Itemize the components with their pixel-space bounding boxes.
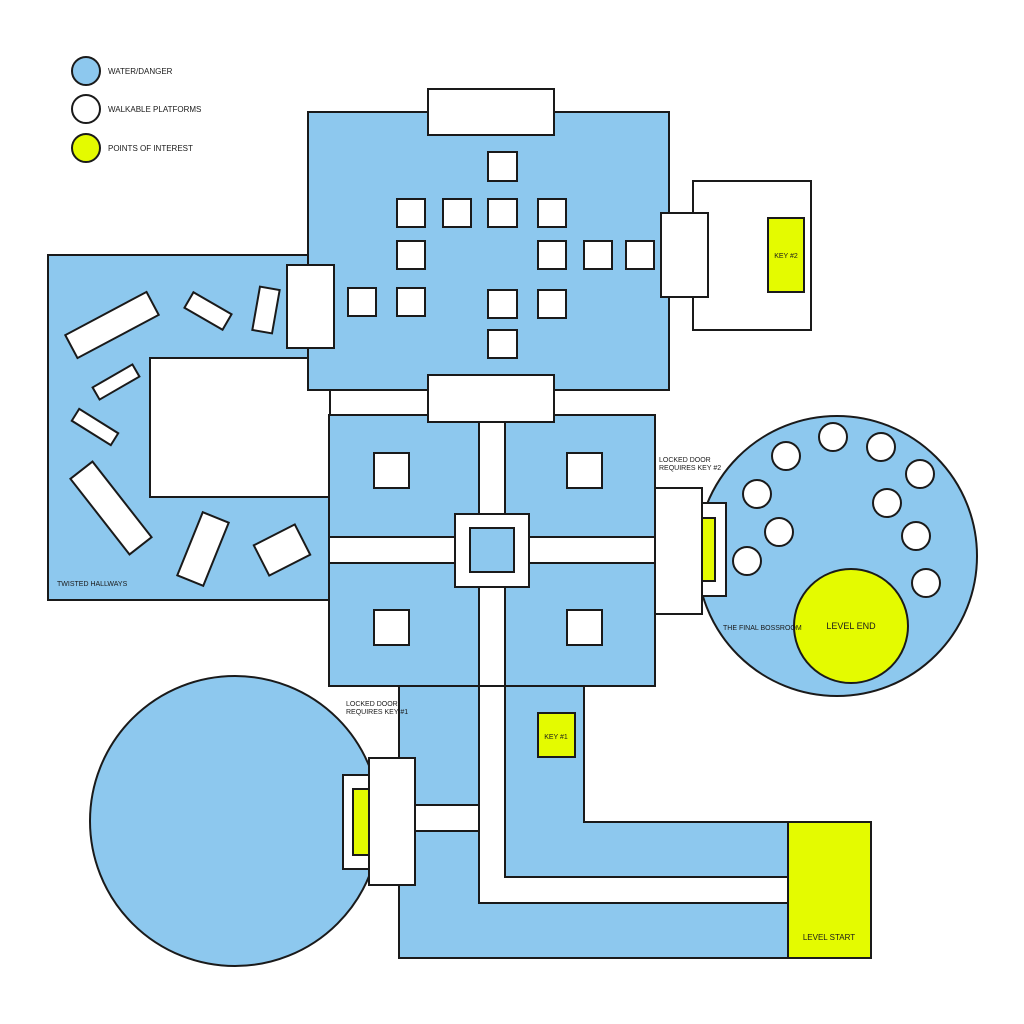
north-room — [286, 88, 670, 391]
legend-water-swatch — [71, 56, 101, 86]
central-room — [328, 374, 656, 687]
south-corridor — [398, 685, 872, 959]
locked-door-2-label-line2: REQUIRES KEY #2 — [659, 465, 721, 472]
locked-door-1-label-line2: REQUIRES KEY #1 — [346, 709, 408, 716]
boss-pillar — [866, 432, 896, 462]
twisted-hallways-inner-platform — [149, 357, 331, 498]
central-pillar — [566, 452, 603, 489]
key2-room — [660, 180, 812, 331]
stepping-stone — [537, 289, 567, 319]
tilted-platform — [252, 523, 312, 577]
central-pillar — [566, 609, 603, 646]
boss-pillar — [771, 441, 801, 471]
level-end-marker — [793, 568, 909, 684]
central-top-platform — [427, 374, 555, 423]
west-circular-room-water — [89, 675, 381, 967]
stepping-stone — [396, 240, 426, 270]
tilted-platform — [63, 290, 161, 360]
stepping-stone — [487, 329, 518, 359]
boss-pillar — [732, 546, 762, 576]
stepping-stone — [625, 240, 655, 270]
central-hub-pool — [469, 527, 515, 573]
locked-door-2-label-line1: LOCKED DOOR — [659, 457, 711, 464]
west-connector-walkway — [414, 804, 480, 832]
tilted-platform — [175, 510, 231, 588]
key2-door-platform — [660, 212, 709, 298]
boss-pillar — [742, 479, 772, 509]
twisted-hallways-label: TWISTED HALLWAYS — [57, 581, 128, 588]
stepping-stone — [583, 240, 613, 270]
legend-platform-swatch — [71, 94, 101, 124]
key2-door-landing — [654, 487, 703, 615]
tilted-platform — [91, 363, 141, 401]
central-east-walkway — [528, 536, 656, 564]
stepping-stone — [396, 287, 426, 317]
labels: WATER/DANGER WALKABLE PLATFORMS POINTS O… — [57, 67, 876, 942]
stepping-stone — [487, 198, 518, 228]
tilted-platform — [69, 460, 153, 556]
legend-platform-label: WALKABLE PLATFORMS — [108, 105, 201, 114]
tilted-platform — [183, 290, 233, 332]
legend — [71, 56, 101, 163]
stepping-stone — [487, 151, 518, 182]
stepping-stone — [396, 198, 426, 228]
central-north-walkway — [478, 421, 506, 515]
boss-pillar — [911, 568, 941, 598]
stepping-stone — [537, 240, 567, 270]
boss-pillar — [905, 459, 935, 489]
boss-pillar — [872, 488, 902, 518]
legend-poi-label: POINTS OF INTEREST — [108, 144, 193, 153]
key1-label: KEY #1 — [544, 734, 568, 741]
tilted-platform — [251, 285, 281, 335]
boss-pillar — [764, 517, 794, 547]
locked-door-1-label-line1: LOCKED DOOR — [346, 701, 398, 708]
stepping-stone — [537, 198, 567, 228]
north-top-platform — [427, 88, 555, 136]
stepping-stone — [442, 198, 472, 228]
central-pillar — [373, 452, 410, 489]
level-start-marker — [787, 821, 872, 959]
tilted-platform — [70, 407, 120, 447]
legend-water-label: WATER/DANGER — [108, 67, 173, 76]
final-bossroom-label: THE FINAL BOSSROOM — [723, 625, 802, 632]
north-west-door-platform — [286, 264, 335, 349]
central-south-walkway — [478, 586, 506, 687]
legend-poi-swatch — [71, 133, 101, 163]
key1-door-platform — [368, 757, 416, 886]
key1-marker — [537, 712, 576, 758]
key2-label: KEY #2 — [774, 253, 798, 260]
key2-locked-door — [701, 517, 716, 582]
level-start-label: LEVEL START — [803, 933, 855, 942]
central-pillar — [373, 609, 410, 646]
west-circular-room — [89, 675, 416, 967]
central-west-walkway — [328, 536, 456, 564]
stepping-stone — [347, 287, 377, 317]
level-end-label: LEVEL END — [826, 621, 876, 631]
boss-pillar — [818, 422, 848, 452]
final-bossroom — [654, 415, 978, 697]
stepping-stone — [487, 289, 518, 319]
twisted-hallways-room — [47, 254, 331, 601]
key2-marker — [767, 217, 805, 293]
key1-locked-door — [352, 788, 370, 856]
boss-pillar — [901, 521, 931, 551]
